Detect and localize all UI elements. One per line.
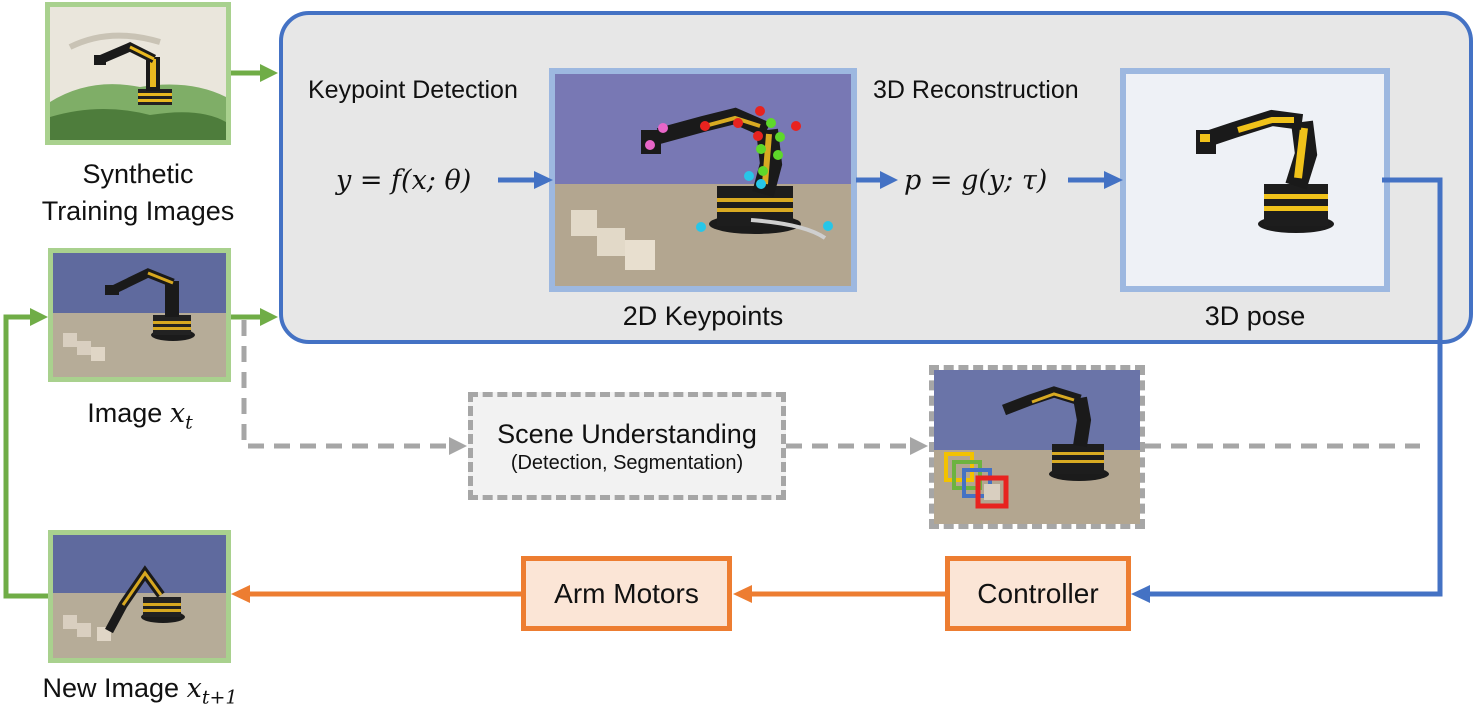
current-image-label: Image xt <box>40 395 240 440</box>
reconstruction-equation: p = g(y; τ) <box>904 165 1048 196</box>
current-image-prefix: Image <box>87 398 163 428</box>
arrow-motors-to-new-image <box>231 585 521 603</box>
keypoints-2d-label: 2D Keypoints <box>622 301 784 331</box>
scene-understanding-title: Scene Understanding <box>497 419 757 449</box>
current-image-subscript: t <box>185 411 193 434</box>
new-image <box>48 530 231 663</box>
arrow-image-to-pipeline <box>231 308 278 326</box>
arm-motors-box: Arm Motors <box>521 556 732 631</box>
new-image-prefix: New Image <box>42 673 180 703</box>
arrow-reconstruction-to-pose <box>1068 171 1123 189</box>
current-image-variable: x <box>169 398 186 429</box>
detection-equation: y = f(x; θ) <box>336 165 472 196</box>
arrow-pose-to-controller <box>1131 177 1443 603</box>
arrow-feedback-loop <box>3 308 48 599</box>
arrow-keypoints-to-reconstruction <box>856 171 898 189</box>
controller-box: Controller <box>945 556 1131 631</box>
arrow-synthetic-to-pipeline <box>231 64 278 82</box>
arrow-controller-to-motors <box>733 585 945 603</box>
new-image-variable: x <box>186 673 202 704</box>
pose-3d-label: 3D pose <box>1204 301 1306 331</box>
synthetic-label-line2: Training Images <box>41 196 235 226</box>
reconstruction-label: 3D Reconstruction <box>873 76 1079 104</box>
keypoint-detection-label: Keypoint Detection <box>308 76 518 104</box>
synthetic-label-line1: Synthetic <box>82 159 194 189</box>
scene-understanding-box: Scene Understanding (Detection, Segmenta… <box>468 392 786 500</box>
scene-understanding-subtitle: (Detection, Segmentation) <box>510 452 744 474</box>
synthetic-image <box>45 2 231 145</box>
arrow-detection-to-keypoints <box>498 171 553 189</box>
arrow-scene-to-result <box>786 437 928 455</box>
detection-result-image <box>929 365 1145 529</box>
current-image <box>48 248 231 382</box>
pose-3d-image <box>1120 68 1390 292</box>
arrow-image-to-scene <box>241 320 467 455</box>
